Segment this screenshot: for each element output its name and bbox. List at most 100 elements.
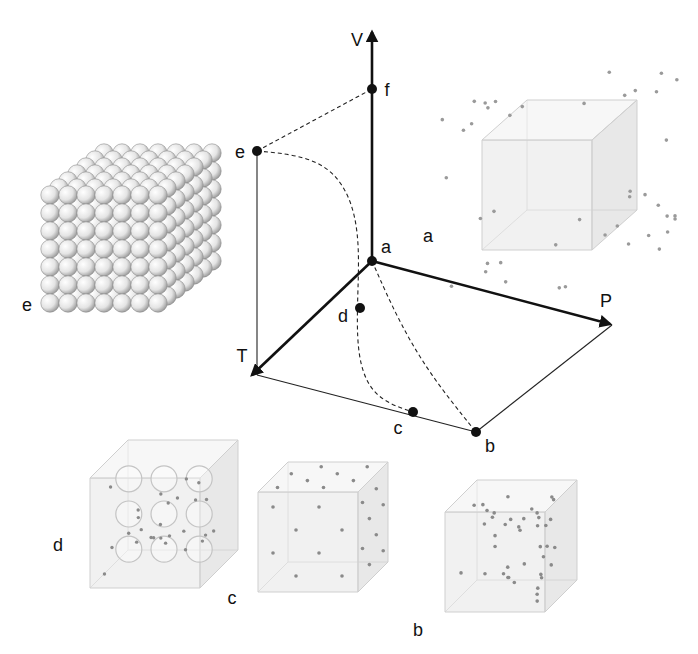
particle — [536, 524, 540, 528]
particle — [271, 505, 275, 509]
fluid-cube — [445, 480, 577, 612]
particle — [627, 242, 631, 246]
particle — [603, 233, 607, 237]
particle — [462, 128, 466, 132]
particle — [483, 101, 487, 105]
dashed-curve — [372, 261, 476, 432]
particle — [493, 534, 497, 538]
particle — [361, 547, 365, 551]
bubble — [151, 536, 177, 562]
cube-edge — [258, 462, 388, 592]
particle — [513, 581, 517, 585]
sphere — [41, 258, 59, 276]
sphere — [77, 204, 95, 222]
particle — [623, 94, 627, 98]
state-point — [367, 256, 377, 266]
particle — [665, 214, 669, 218]
point-label: e — [235, 143, 245, 161]
state-point — [471, 427, 481, 437]
solid-cube — [41, 144, 221, 312]
particle — [484, 270, 488, 274]
sphere — [131, 222, 149, 240]
sphere — [131, 294, 149, 312]
dashed-line — [257, 89, 372, 151]
sphere — [59, 276, 77, 294]
particle — [615, 224, 619, 228]
particle — [445, 176, 449, 180]
particle — [517, 525, 521, 529]
particle — [523, 562, 527, 566]
cube-face — [482, 140, 592, 250]
particle — [655, 90, 659, 94]
sphere — [131, 276, 149, 294]
particle — [536, 586, 540, 590]
particle — [271, 551, 275, 555]
frame-line — [257, 375, 476, 432]
particle — [486, 106, 490, 110]
point-label: c — [394, 419, 403, 437]
point-label: f — [384, 81, 389, 99]
gas-cube — [441, 70, 679, 289]
sphere — [95, 186, 113, 204]
particle — [167, 501, 170, 504]
sphere — [113, 186, 131, 204]
sphere — [113, 294, 131, 312]
particle — [485, 509, 489, 513]
particle — [544, 524, 548, 528]
particle — [479, 217, 483, 221]
particle — [658, 247, 662, 251]
particle — [564, 285, 568, 289]
particle — [549, 518, 553, 522]
particle — [628, 195, 632, 199]
sphere — [77, 276, 95, 294]
particle — [506, 495, 510, 499]
particle — [673, 214, 677, 218]
sphere — [77, 186, 95, 204]
sphere — [95, 294, 113, 312]
sphere — [95, 258, 113, 276]
particle — [506, 565, 510, 569]
particle — [537, 516, 541, 520]
axis-label: V — [351, 31, 363, 49]
particle — [491, 515, 495, 519]
particle — [518, 528, 522, 532]
particle — [185, 477, 188, 480]
bubble — [186, 536, 212, 562]
particle — [665, 138, 669, 142]
state-point — [355, 303, 365, 313]
particle — [607, 70, 611, 74]
sphere — [113, 258, 131, 276]
particle — [375, 533, 379, 537]
frame-line — [256, 151, 257, 375]
sphere — [59, 222, 77, 240]
particle — [276, 486, 280, 490]
sphere — [149, 240, 167, 258]
sphere — [95, 222, 113, 240]
sphere — [149, 222, 167, 240]
particle — [554, 243, 558, 247]
sphere — [149, 276, 167, 294]
sphere — [131, 240, 149, 258]
particle — [557, 286, 561, 290]
particle — [381, 549, 385, 553]
sphere — [41, 186, 59, 204]
sphere — [41, 204, 59, 222]
cube-face — [358, 462, 388, 592]
particle — [176, 496, 179, 499]
particle — [340, 528, 344, 532]
bubble — [186, 466, 212, 492]
particle — [540, 576, 544, 580]
pvt-axes — [252, 32, 612, 437]
particle — [499, 261, 503, 265]
particle — [135, 540, 138, 543]
sphere — [149, 204, 167, 222]
panel-label: d — [53, 536, 63, 554]
particle — [470, 122, 474, 126]
sphere — [131, 204, 149, 222]
particle — [486, 262, 490, 266]
particle — [204, 533, 207, 536]
sphere — [149, 186, 167, 204]
point-label: b — [485, 437, 495, 455]
particle — [159, 523, 162, 526]
